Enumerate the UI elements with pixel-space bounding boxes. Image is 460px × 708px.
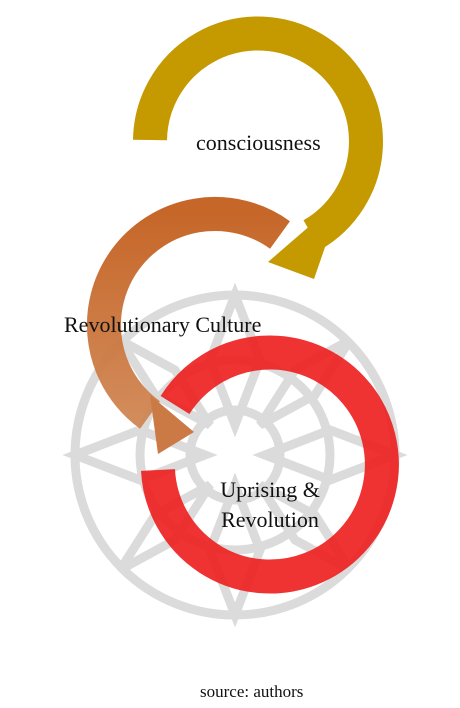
revolutionary-culture-arrow xyxy=(86,196,290,454)
revolutionary-culture-arc xyxy=(86,196,290,429)
source-caption: source: authors xyxy=(200,682,304,701)
revolutionary-culture-label: Revolutionary Culture xyxy=(64,312,262,337)
uprising-label-line2: Revolution xyxy=(221,507,319,532)
uprising-revolution-label: Uprising & Revolution xyxy=(200,475,340,535)
consciousness-label: consciousness xyxy=(196,130,321,155)
consciousness-arrowhead xyxy=(268,198,342,279)
consciousness-arrow xyxy=(133,16,383,279)
uprising-label-line1: Uprising & xyxy=(220,477,320,502)
uprising-revolution-arc xyxy=(141,335,399,594)
uprising-revolution-arrow xyxy=(141,335,399,594)
revolutionary-culture-arrowhead xyxy=(150,395,194,454)
consciousness-arc xyxy=(133,16,383,250)
